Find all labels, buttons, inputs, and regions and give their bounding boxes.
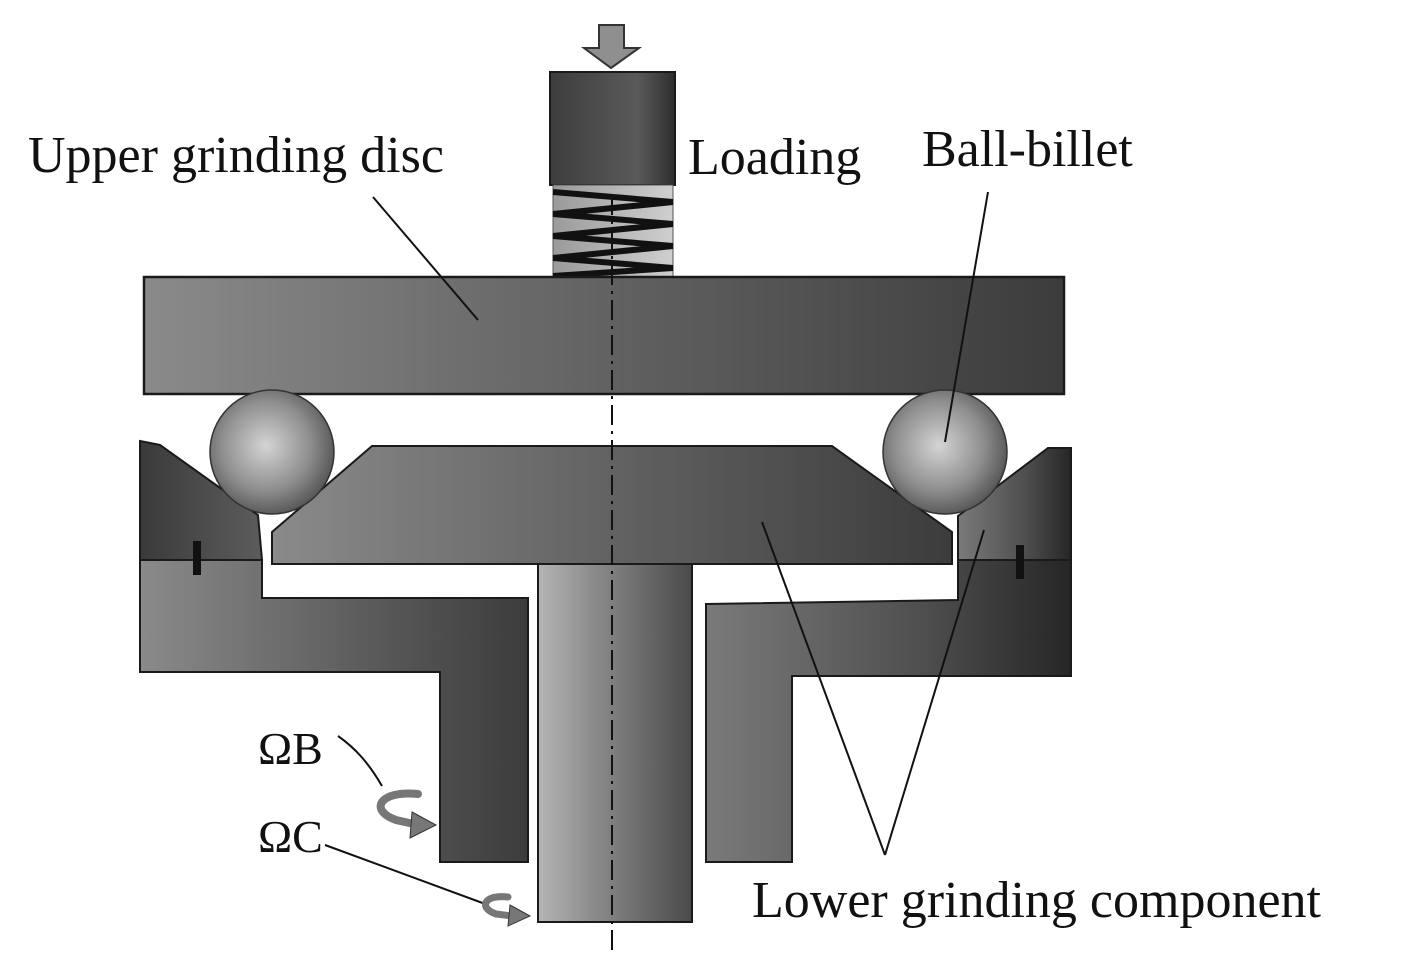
right-ball-billet (882, 389, 1008, 515)
lower-component-leader-1 (761, 521, 886, 856)
left-ball-billet (209, 389, 335, 515)
ball-billet-leader (944, 191, 989, 443)
shaft (537, 563, 693, 923)
omega-b-label: ΩB (258, 723, 323, 774)
lower-component-leader-2 (884, 529, 985, 856)
omega-c-leader (324, 844, 489, 906)
loading-arrow (580, 24, 643, 70)
upper-disc-leader (372, 196, 479, 321)
right-v-block (957, 447, 1072, 561)
omega-c-label: ΩC (258, 811, 323, 862)
lower-grinding-disc (271, 445, 953, 565)
loading-label: Loading (688, 129, 861, 186)
omega-b-leader (337, 735, 383, 787)
omega-c-rotation-arrow (482, 893, 532, 927)
left-pin-marker (193, 541, 201, 575)
upper-grinding-disc (142, 275, 1066, 396)
loading-piston (549, 71, 676, 186)
right-body (705, 559, 1072, 863)
right-pin-marker (1016, 545, 1024, 579)
left-v-block (139, 439, 264, 561)
omega-b-rotation-arrow (376, 789, 438, 839)
ball-billet-label: Ball-billet (922, 121, 1133, 178)
left-body (139, 559, 529, 863)
upper-grinding-disc-label: Upper grinding disc (28, 127, 444, 184)
lower-grinding-component-label: Lower grinding component (752, 872, 1322, 929)
